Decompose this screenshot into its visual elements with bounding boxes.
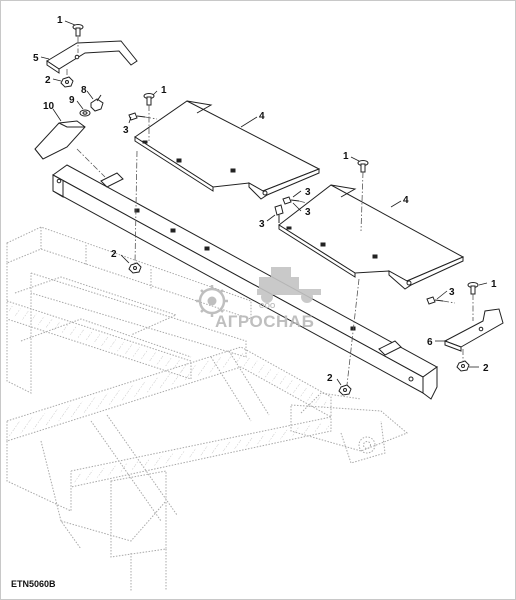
callout-2: 2 [45,75,51,86]
callout-4: 4 [403,195,409,206]
watermark-name: АГРОСНАБ [215,312,314,331]
callout-1: 1 [57,15,63,26]
callout-2: 2 [483,363,489,374]
deflector-10 [34,120,86,160]
callout-4: 4 [259,111,265,122]
callout-9: 9 [69,95,75,106]
bolt-icon [467,282,479,295]
nut-icon [128,262,142,274]
cover-panel-lower [278,184,465,290]
callout-1: 1 [161,85,167,96]
screw-icon [274,204,284,223]
nut-icon [60,76,74,88]
figure-code: ETN5060B [11,579,56,589]
watermark: ООО АГРОСНАБ [196,267,321,331]
hex-bolt-icon [90,94,104,112]
washer-icon [79,109,91,117]
callout-3: 3 [449,287,455,298]
callout-5: 5 [33,53,39,64]
callout-10: 10 [43,101,55,112]
bolt-icon [143,93,155,106]
leader-lines [40,20,488,386]
callout-8: 8 [81,85,87,96]
callout-1: 1 [343,151,349,162]
callout-3: 3 [305,207,311,218]
callout-labels: 1 5 2 8 9 10 1 3 4 1 3 3 3 4 2 3 1 6 2 2 [33,15,497,384]
callout-2: 2 [111,249,117,260]
cover-panel-upper [134,100,321,200]
bracket-5 [46,40,138,74]
bracket-6 [443,308,504,352]
nut-icon [456,360,470,372]
gear-icon [196,285,228,317]
callout-6: 6 [427,337,433,348]
callout-3: 3 [305,187,311,198]
tractor-icon [257,267,321,303]
callout-3: 3 [123,125,129,136]
assembly-axes [66,37,474,386]
callout-1: 1 [491,279,497,290]
screw-icon [426,296,444,305]
frame-lattice-fill [9,305,329,483]
bolt-icon [357,160,369,173]
nut-icon [338,384,352,396]
callout-3: 3 [259,219,265,230]
bolt-icon [72,24,84,37]
screw-icon [282,196,300,205]
callout-2: 2 [327,373,333,384]
main-channel-shield [52,164,438,400]
screw-icon [128,112,146,121]
watermark-prefix: ООО [259,303,276,310]
